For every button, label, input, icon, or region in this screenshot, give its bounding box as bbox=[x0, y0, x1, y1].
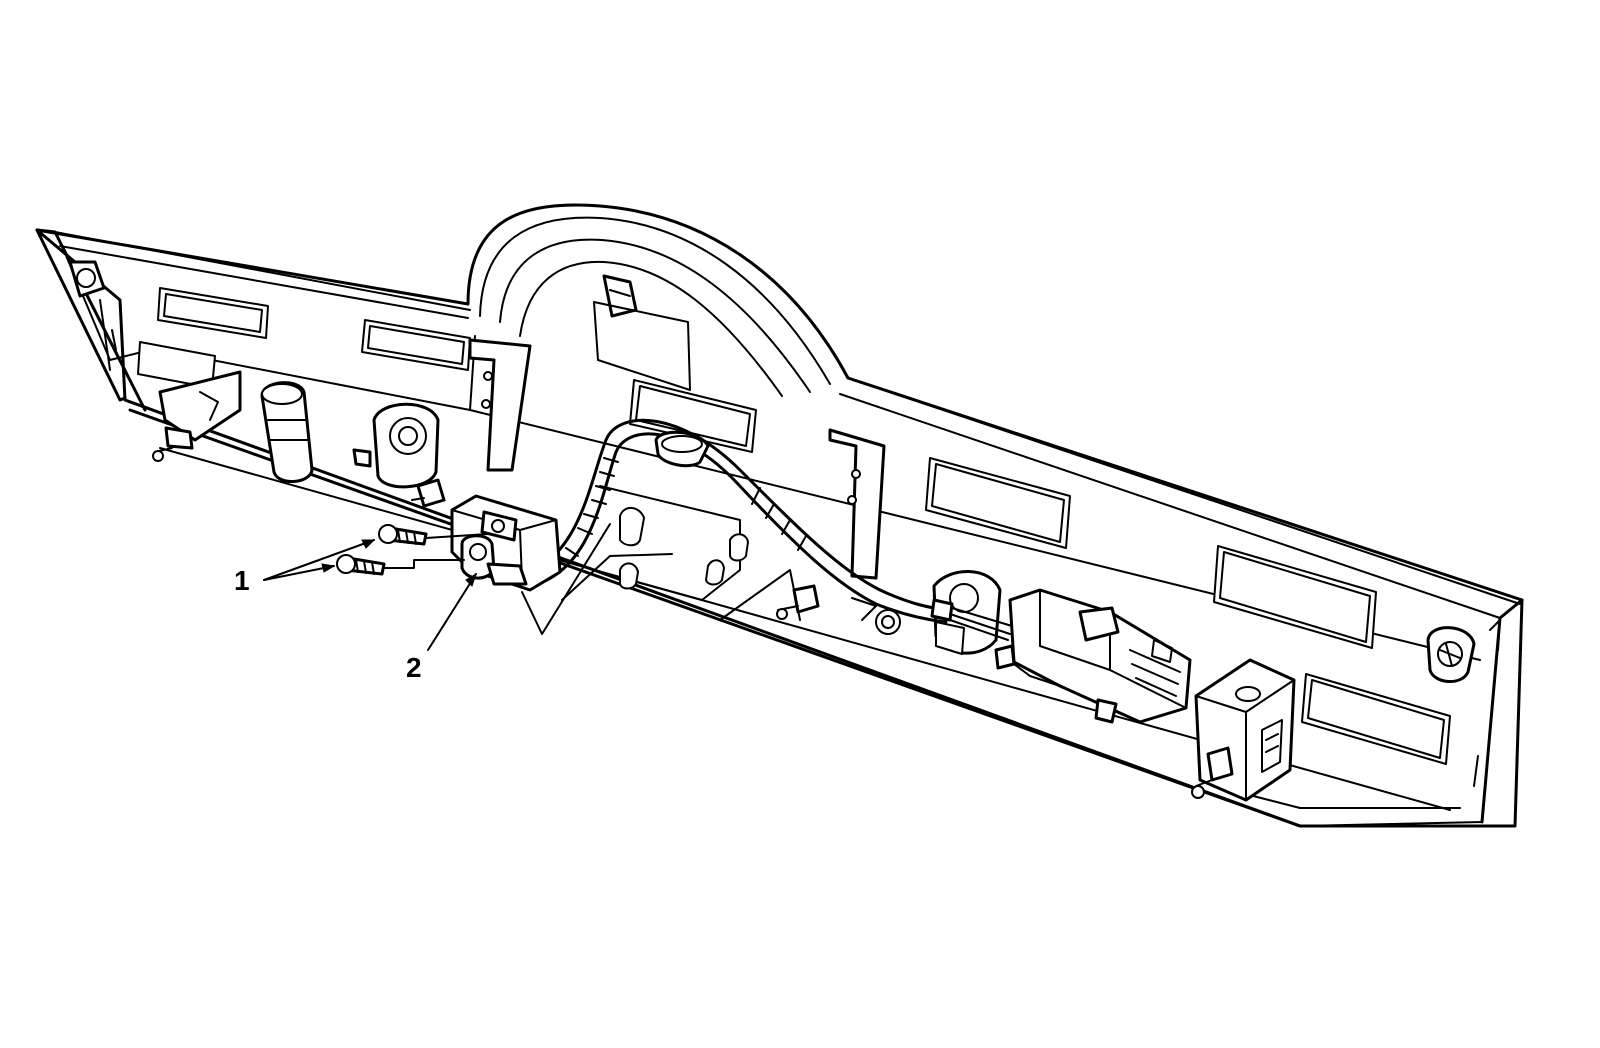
panel-body bbox=[35, 203, 1524, 828]
callout-label-2: 2 bbox=[406, 652, 422, 683]
sensor-assembly bbox=[450, 494, 562, 592]
wire-harness bbox=[518, 418, 1013, 641]
panel-slots bbox=[137, 287, 1451, 765]
callout-label-1: 1 bbox=[234, 565, 250, 596]
harness-connector bbox=[994, 588, 1192, 724]
leader-lines bbox=[263, 523, 673, 651]
panel-brackets bbox=[68, 260, 1501, 802]
fasteners bbox=[336, 524, 489, 576]
